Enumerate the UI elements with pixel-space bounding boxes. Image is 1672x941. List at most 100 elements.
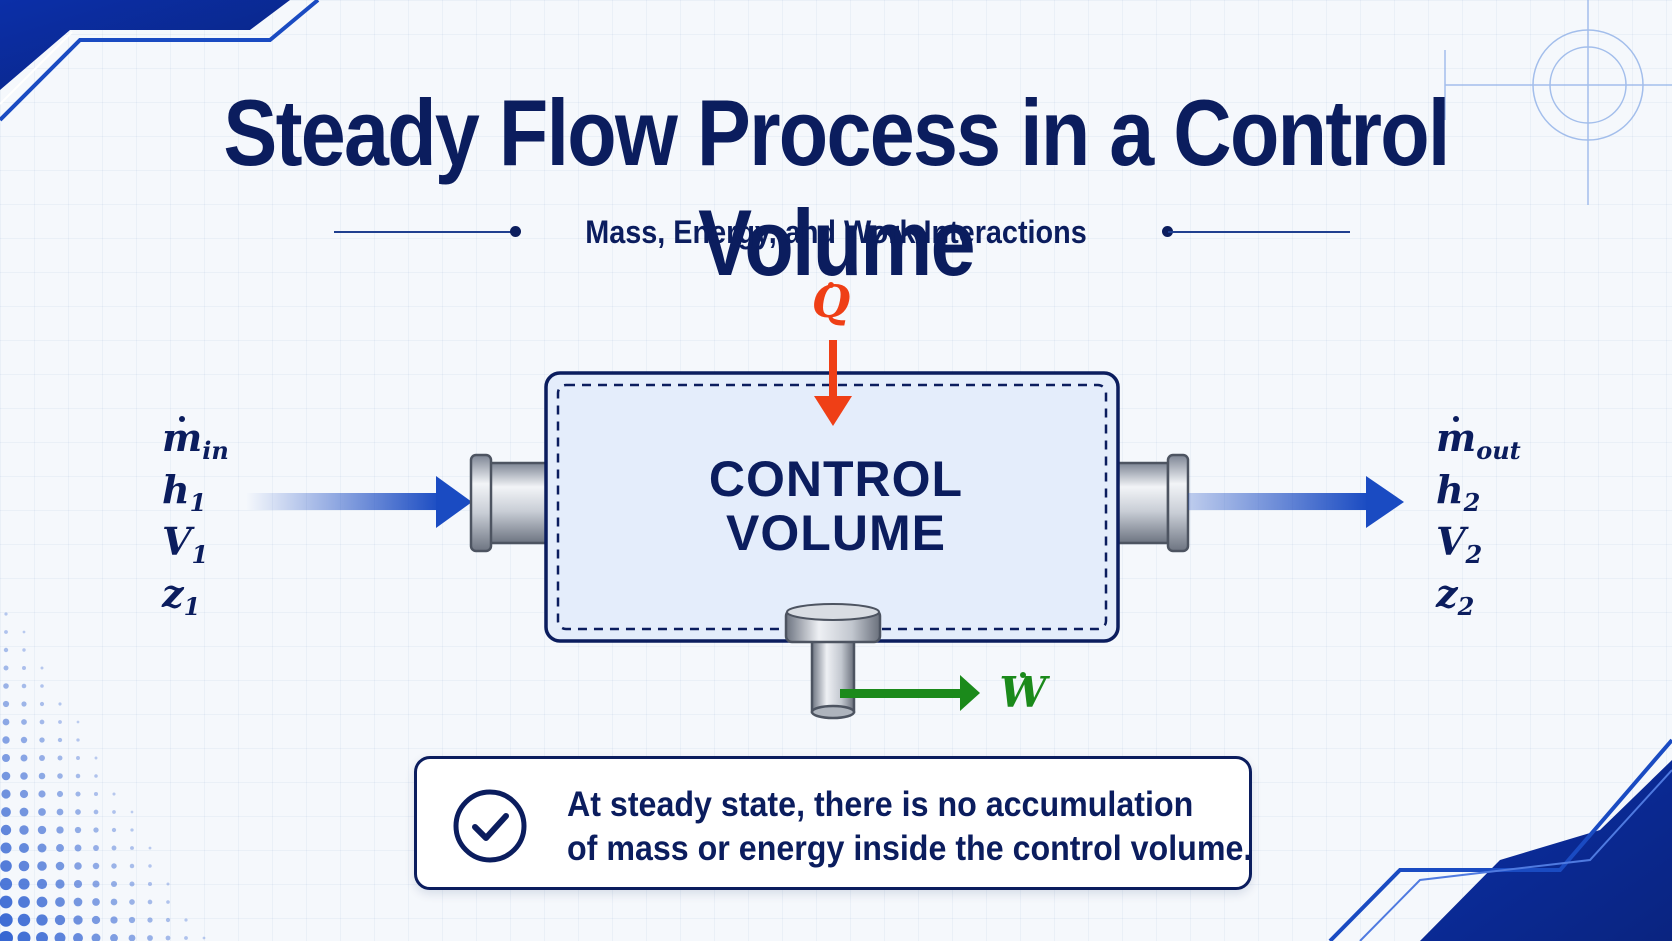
heat-rate-symbol: Q: [811, 277, 851, 328]
halftone-dot: [91, 933, 101, 941]
inlet-flow-arrow: [246, 476, 472, 528]
halftone-dot: [18, 860, 30, 872]
halftone-dot: [20, 772, 28, 780]
outlet-mass-flow-symbol: m: [1436, 412, 1476, 464]
subtitle-row: Mass, Energy, and Work Interactions: [0, 212, 1672, 252]
halftone-dot: [93, 827, 99, 833]
halftone-dot: [111, 845, 117, 851]
inlet-elevation-subscript: 1: [183, 592, 201, 621]
halftone-dot: [130, 846, 134, 850]
halftone-dot: [21, 683, 27, 689]
halftone-dot: [73, 897, 83, 907]
halftone-dot: [22, 630, 26, 634]
outlet-enthalpy-subscript: 2: [1463, 488, 1481, 517]
heat-arrow: [814, 340, 852, 426]
halftone-dot: [165, 917, 171, 923]
halftone-dot: [75, 773, 81, 779]
halftone-dot: [147, 881, 153, 887]
halftone-dot: [147, 917, 153, 923]
halftone-dot: [37, 843, 47, 853]
control-volume-label: CONTROL VOLUME: [556, 452, 1116, 560]
halftone-dot: [129, 863, 135, 869]
inlet-enthalpy-subscript: 1: [189, 488, 207, 517]
halftone-dot: [92, 862, 100, 870]
halftone-dot: [0, 931, 13, 941]
halftone-dot: [36, 878, 48, 890]
corner-decoration-top-left: [0, 0, 320, 122]
halftone-dot: [0, 895, 13, 909]
halftone-dot: [184, 936, 188, 940]
outlet-mass-flow-subscript: out: [1476, 436, 1521, 465]
halftone-dot: [73, 933, 83, 941]
halftone-dot: [93, 845, 99, 851]
halftone-dot: [2, 754, 10, 762]
halftone-dot: [3, 665, 9, 671]
halftone-dot: [112, 792, 116, 796]
outlet-velocity-symbol: V: [1436, 519, 1466, 564]
halftone-dot: [166, 900, 170, 904]
halftone-dot: [39, 719, 45, 725]
halftone-dot: [20, 754, 28, 762]
halftone-dot: [22, 648, 26, 652]
outlet-velocity: V2: [1436, 516, 1556, 569]
note-line1: At steady state, there is no accumulatio…: [567, 785, 1194, 824]
halftone-dot: [21, 701, 27, 707]
halftone-dot: [3, 683, 9, 689]
halftone-dot: [74, 862, 82, 870]
inlet-mass-flow-symbol: m: [162, 412, 202, 464]
halftone-dot: [111, 827, 117, 833]
halftone-dot: [3, 647, 9, 653]
halftone-dot: [19, 789, 29, 799]
subtitle-dot-right: [1162, 226, 1173, 237]
steady-state-note: At steady state, there is no accumulatio…: [414, 756, 1252, 890]
outlet-elevation-symbol: z: [1436, 571, 1458, 616]
halftone-dot: [18, 896, 30, 908]
halftone-dot: [0, 877, 13, 891]
halftone-dot: [74, 844, 82, 852]
halftone-dot: [4, 612, 8, 616]
halftone-dot: [56, 826, 64, 834]
halftone-dot: [39, 737, 45, 743]
halftone-dot: [17, 931, 31, 941]
halftone-dot: [0, 860, 12, 872]
halftone-dot: [21, 719, 27, 725]
halftone-dot: [40, 666, 44, 670]
inlet-elevation: z1: [162, 568, 282, 621]
halftone-dot: [36, 932, 48, 941]
halftone-dot: [58, 702, 62, 706]
subtitle-line-left: [334, 231, 514, 233]
outlet-enthalpy-symbol: h: [1436, 467, 1464, 512]
halftone-dot: [0, 913, 13, 927]
inlet-pipe: [469, 453, 550, 553]
halftone-dot: [110, 934, 118, 941]
check-circle-icon: [453, 789, 527, 863]
halftone-dot: [20, 736, 28, 744]
halftone-dot: [19, 825, 29, 835]
inlet-velocity: V1: [162, 516, 282, 569]
halftone-dot: [165, 935, 171, 941]
halftone-dot: [18, 878, 30, 890]
outlet-elevation: z2: [1436, 568, 1556, 621]
halftone-dot: [91, 915, 101, 925]
halftone-dot: [1, 807, 11, 817]
halftone-dot: [73, 915, 83, 925]
page-subtitle: Mass, Energy, and Work Interactions: [585, 214, 1087, 250]
halftone-dot: [75, 809, 81, 815]
outlet-flow-arrow: [1188, 476, 1404, 528]
inlet-enthalpy: h1: [162, 464, 282, 517]
halftone-dot: [93, 791, 99, 797]
halftone-dot: [0, 824, 12, 836]
note-text: At steady state, there is no accumulatio…: [567, 783, 1252, 871]
work-shaft: [784, 603, 882, 720]
halftone-dot: [39, 701, 45, 707]
halftone-dot: [110, 880, 118, 888]
halftone-dot: [76, 738, 80, 742]
halftone-dot: [54, 914, 66, 926]
inlet-properties: min h1 V1 z1: [162, 412, 282, 621]
inlet-mass-flow-subscript: in: [202, 436, 229, 465]
outlet-velocity-subscript: 2: [1465, 540, 1483, 569]
halftone-dot: [36, 896, 48, 908]
outlet-enthalpy: h2: [1436, 464, 1556, 517]
halftone-dot: [36, 914, 48, 926]
